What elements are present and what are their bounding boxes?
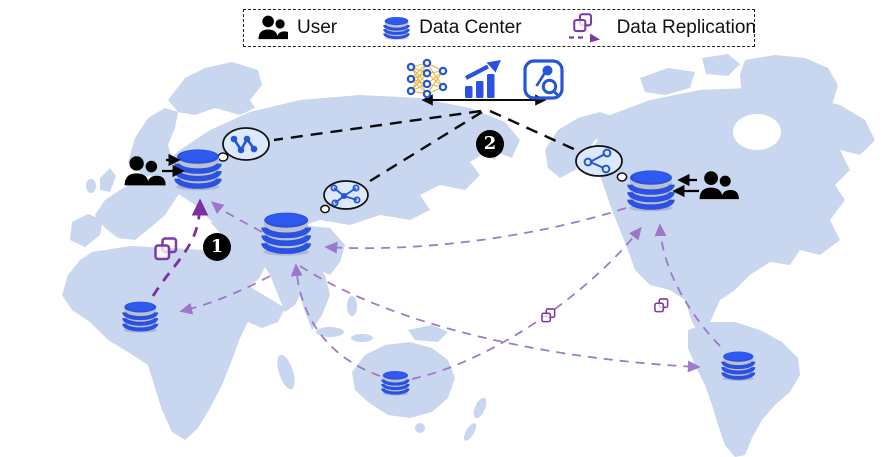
users-icon bbox=[258, 15, 288, 40]
replication-network bbox=[179, 201, 721, 380]
replication-edge-africa-europe-bold bbox=[151, 198, 209, 297]
world-map bbox=[62, 54, 875, 457]
legend: User Data Center Data Replication bbox=[243, 9, 756, 47]
replication-copy-icon bbox=[654, 298, 669, 313]
replication-edge-asia-sa bbox=[299, 265, 701, 373]
replication-edge-asia-africa bbox=[179, 275, 271, 315]
thought-bubble-zigzag bbox=[217, 127, 270, 162]
neural-network-icon bbox=[406, 58, 448, 99]
share-network-icon bbox=[583, 148, 612, 174]
molecule-graph-icon bbox=[330, 184, 361, 207]
legend-item-data-center: Data Center bbox=[383, 15, 522, 41]
replication-edge-na-asia bbox=[324, 207, 627, 254]
north-america-data-center bbox=[629, 170, 673, 211]
copy-arrow-icon bbox=[568, 13, 600, 43]
north-america-user-arrows bbox=[672, 173, 699, 198]
replication-edge-asia-europe bbox=[210, 201, 263, 233]
africa-data-center bbox=[124, 302, 157, 333]
step-badge-1: 1 bbox=[203, 233, 231, 261]
legend-label-data-center: Data Center bbox=[419, 17, 522, 38]
legend-item-data-replication: Data Replication bbox=[568, 13, 756, 43]
legend-label-user: User bbox=[297, 17, 338, 38]
analysis-link-lines bbox=[273, 109, 577, 183]
thought-bubble-share bbox=[575, 145, 628, 182]
trend-chart-icon bbox=[465, 60, 501, 98]
replication-copy-icon bbox=[541, 308, 556, 323]
graph-search-icon bbox=[523, 59, 564, 100]
thought-bubble-molecule bbox=[320, 180, 369, 214]
europe-data-center bbox=[176, 149, 220, 190]
step-badge-2: 2 bbox=[476, 130, 504, 158]
replication-edge-australia-asia bbox=[290, 263, 381, 377]
hudson-bay bbox=[733, 114, 781, 150]
replication-edge-australia-na bbox=[411, 226, 642, 380]
europe-user-arrows bbox=[162, 153, 185, 178]
replication-edge-sa-na bbox=[654, 223, 721, 347]
south-america-data-center bbox=[720, 349, 757, 383]
legend-item-user: User bbox=[258, 15, 337, 41]
asia-data-center bbox=[263, 213, 309, 256]
australia-data-center bbox=[380, 369, 411, 398]
zigzag-graph-icon bbox=[230, 135, 258, 154]
legend-label-data-replication: Data Replication bbox=[616, 17, 756, 38]
database-icon bbox=[383, 15, 411, 41]
